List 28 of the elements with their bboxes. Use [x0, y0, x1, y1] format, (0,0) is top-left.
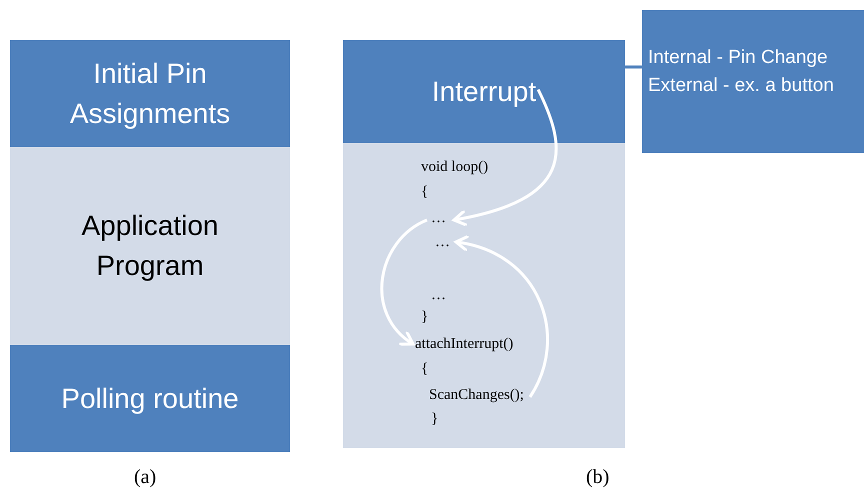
header-box [10, 40, 290, 147]
code-line: { [421, 360, 428, 378]
code-line: } [431, 410, 438, 428]
header-box [642, 10, 864, 153]
curved-arrow [454, 236, 549, 398]
box-text: Application Program [80, 209, 220, 283]
curved-arrow [380, 218, 428, 346]
code-line: void loop() [421, 158, 488, 176]
panel-label: (b) [586, 465, 610, 490]
note-text: External - ex. a button [648, 74, 835, 98]
header-box [10, 345, 290, 452]
header-text: Initial Pin Assignments [68, 56, 232, 131]
code-line: attachInterrupt() [415, 335, 514, 353]
header-text: Interrupt [430, 74, 538, 109]
curved-arrow [452, 88, 558, 226]
code-line: … [435, 233, 450, 251]
code-line: ScanChanges(); [429, 386, 524, 404]
body-box [10, 147, 290, 345]
code-panel [343, 143, 625, 448]
code-line: … [431, 286, 446, 304]
code-line: … [431, 209, 446, 227]
header-box [343, 40, 625, 143]
connector-line [625, 66, 642, 68]
code-line: } [421, 308, 428, 326]
code-line: { [421, 183, 428, 201]
panel-label: (a) [134, 465, 156, 490]
header-text: Polling routine [60, 382, 240, 416]
note-text: Internal - Pin Change [648, 46, 829, 70]
